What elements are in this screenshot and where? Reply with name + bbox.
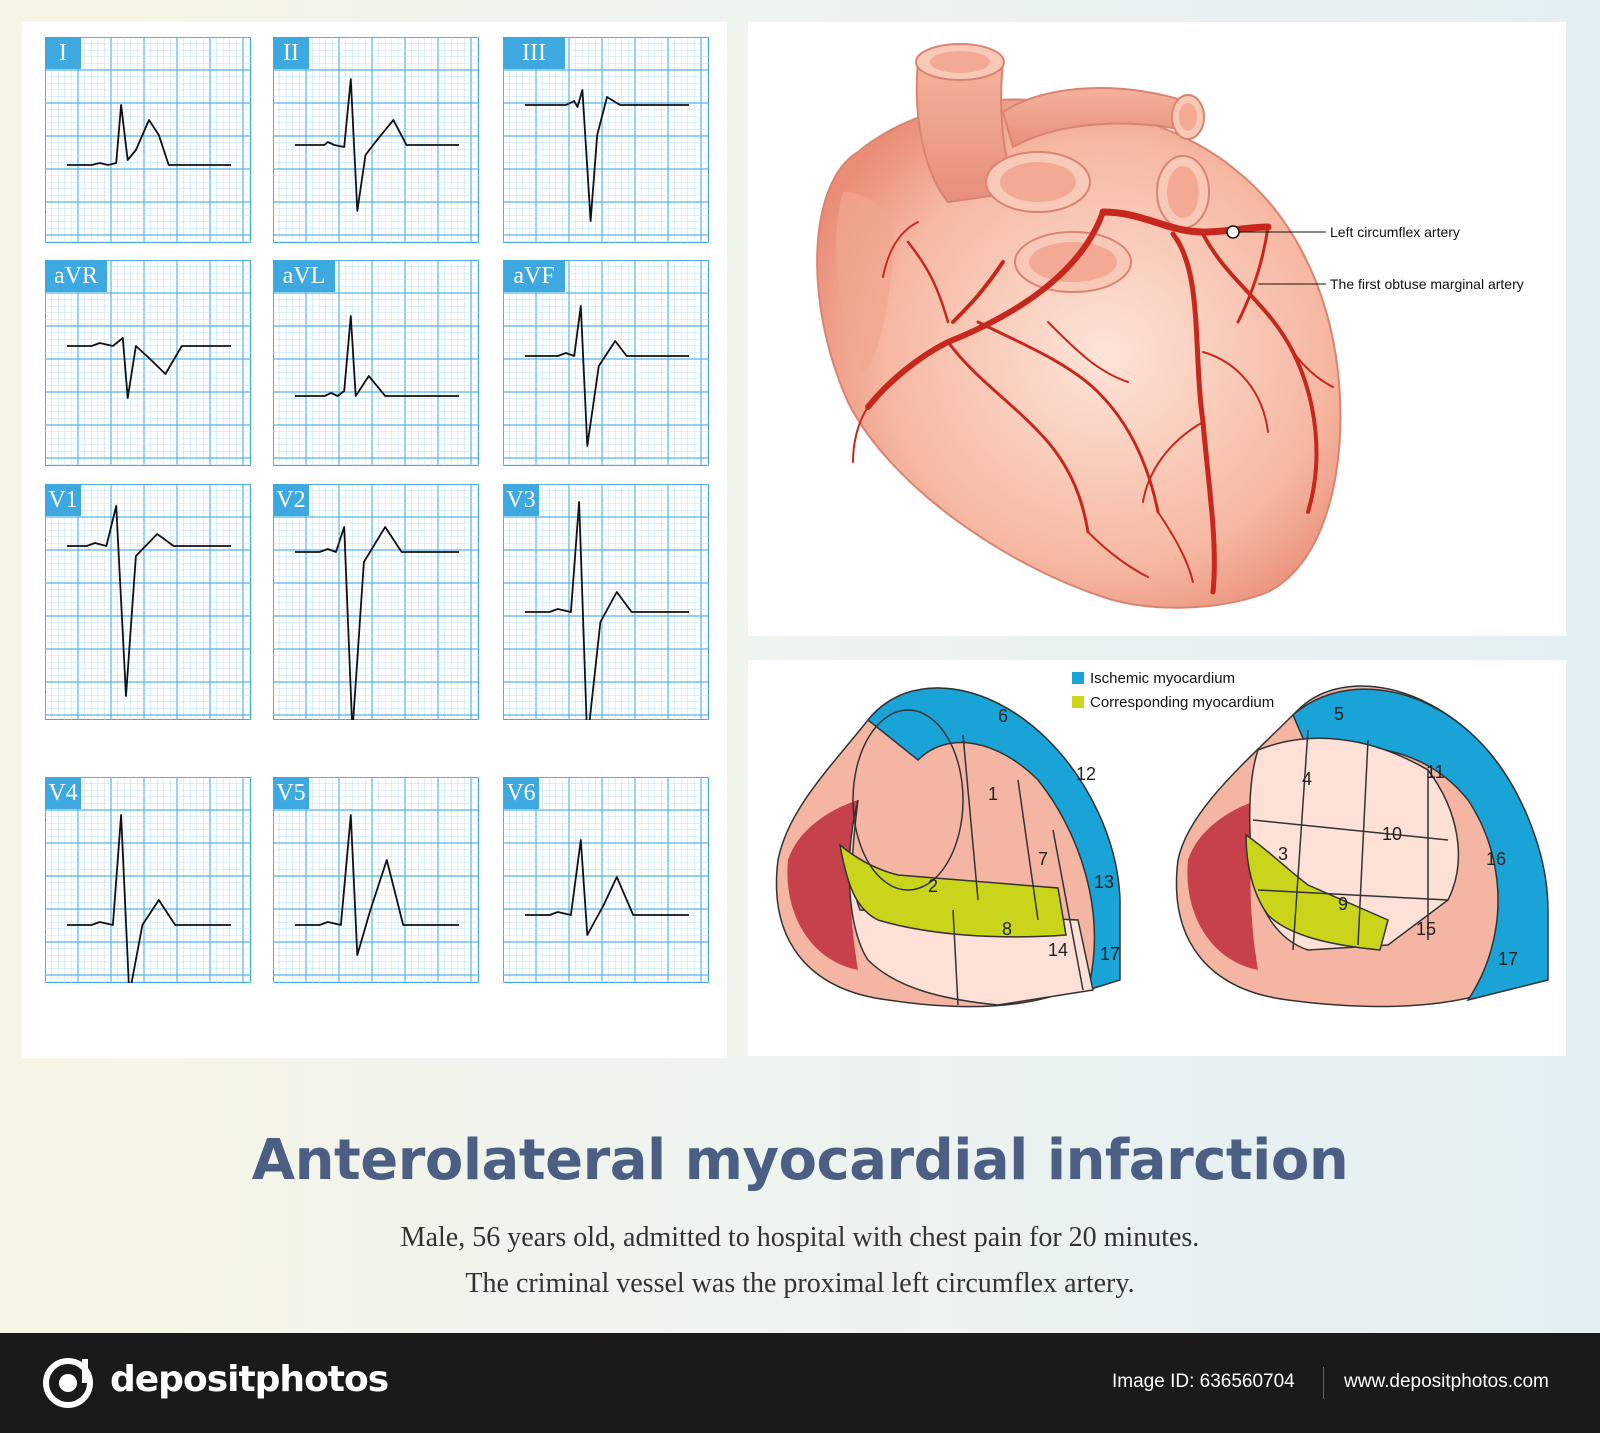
- segment-label: 5: [1334, 704, 1344, 724]
- lead-label: V4: [45, 777, 81, 809]
- ecg-lead-ii: II: [273, 37, 479, 243]
- lead-label: aVL: [273, 260, 335, 292]
- segment-label: 8: [1002, 919, 1012, 939]
- ecg-trace: [295, 78, 459, 212]
- lead-label: V2: [273, 484, 309, 516]
- segment-label: 1: [988, 784, 998, 804]
- ecg-trace: [525, 501, 689, 720]
- ecg-lead-v1: V1: [45, 484, 251, 720]
- ecg-trace: [525, 305, 689, 447]
- callout-obtuse-marginal: The first obtuse marginal artery: [1330, 276, 1524, 292]
- ecg-trace: [525, 839, 689, 936]
- lead-label: V5: [273, 777, 309, 809]
- lead-label: V6: [503, 777, 539, 809]
- segment-label: 3: [1278, 844, 1288, 864]
- circumflex-marker: [1226, 225, 1240, 239]
- ecg-trace: [67, 505, 231, 697]
- legend-swatch-ischemic: [1072, 672, 1084, 684]
- segment-label: 9: [1338, 894, 1348, 914]
- ecg-trace: [67, 814, 231, 983]
- heart-illustration: Left circumflex artery The first obtuse …: [816, 43, 1524, 609]
- ecg-lead-iii: III: [503, 37, 709, 243]
- ecg-trace: [525, 89, 689, 222]
- lv-segment-panel: Ischemic myocardium Corresponding myocar…: [748, 660, 1566, 1056]
- left-ventricle-model: 6 12 13 1 7 2 8 14 17: [775, 687, 1121, 1008]
- image-id: Image ID: 636560704: [1112, 1371, 1295, 1392]
- ecg-lead-avr: aVR: [45, 260, 251, 466]
- ecg-trace: [295, 315, 459, 397]
- right-ventricle-model: 5 11 16 4 10 3 9 15 17: [1175, 685, 1549, 1008]
- segment-label: 16: [1486, 849, 1506, 869]
- ecg-lead-v6: V6: [503, 777, 709, 983]
- footer-divider: [1323, 1367, 1324, 1399]
- lead-label: II: [273, 37, 309, 69]
- ecg-trace: [67, 104, 231, 166]
- legend-ischemic: Ischemic myocardium: [1090, 670, 1235, 687]
- segment-label: 14: [1048, 940, 1068, 960]
- legend-swatch-corresponding: [1072, 696, 1084, 708]
- segment-label: 13: [1094, 872, 1114, 892]
- segment-label: 15: [1416, 919, 1436, 939]
- footer-bar: depositphotos Image ID: 636560704 www.de…: [0, 1333, 1600, 1433]
- lv-segment-diagram: Ischemic myocardium Corresponding myocar…: [775, 670, 1549, 1008]
- ecg-lead-v5: V5: [273, 777, 479, 983]
- ecg-lead-avl: aVL: [273, 260, 479, 466]
- heart-illustration-panel: Left circumflex artery The first obtuse …: [748, 22, 1566, 636]
- legend-corresponding: Corresponding myocardium: [1090, 694, 1274, 711]
- lead-label: III: [503, 37, 565, 69]
- site-link[interactable]: www.depositphotos.com: [1344, 1371, 1549, 1392]
- segment-label: 11: [1426, 762, 1445, 782]
- ecg-trace: [295, 526, 459, 720]
- callout-left-circumflex: Left circumflex artery: [1330, 224, 1460, 240]
- ecg-lead-v3: V3: [503, 484, 709, 720]
- segment-label: 17: [1498, 949, 1518, 969]
- ecg-trace: [67, 337, 231, 399]
- subtitle-line-2: The criminal vessel was the proximal lef…: [465, 1268, 1135, 1299]
- ecg-lead-i: I: [45, 37, 251, 243]
- ecg-lead-avf: aVF: [503, 260, 709, 466]
- lead-label: V1: [45, 484, 81, 516]
- segment-label: 10: [1382, 824, 1402, 844]
- lead-label: aVF: [503, 260, 565, 292]
- segment-label: 12: [1076, 764, 1096, 784]
- brand-name: depositphotos: [110, 1359, 389, 1400]
- segment-label: 4: [1302, 769, 1312, 789]
- segment-label: 17: [1100, 944, 1120, 964]
- ecg-trace: [295, 814, 459, 956]
- ecg-lead-v4: V4: [45, 777, 251, 983]
- segment-label: 6: [998, 706, 1008, 726]
- subtitle-line-1: Male, 56 years old, admitted to hospital…: [400, 1222, 1200, 1253]
- segment-label: 2: [928, 876, 938, 896]
- segment-label: 7: [1038, 849, 1048, 869]
- depositphotos-logo-icon: [43, 1358, 93, 1408]
- lead-label: aVR: [45, 260, 107, 292]
- page-title: Anterolateral myocardial infarction: [251, 1128, 1349, 1193]
- ecg-lead-v2: V2: [273, 484, 479, 720]
- lead-label: I: [45, 37, 81, 69]
- lead-label: V3: [503, 484, 539, 516]
